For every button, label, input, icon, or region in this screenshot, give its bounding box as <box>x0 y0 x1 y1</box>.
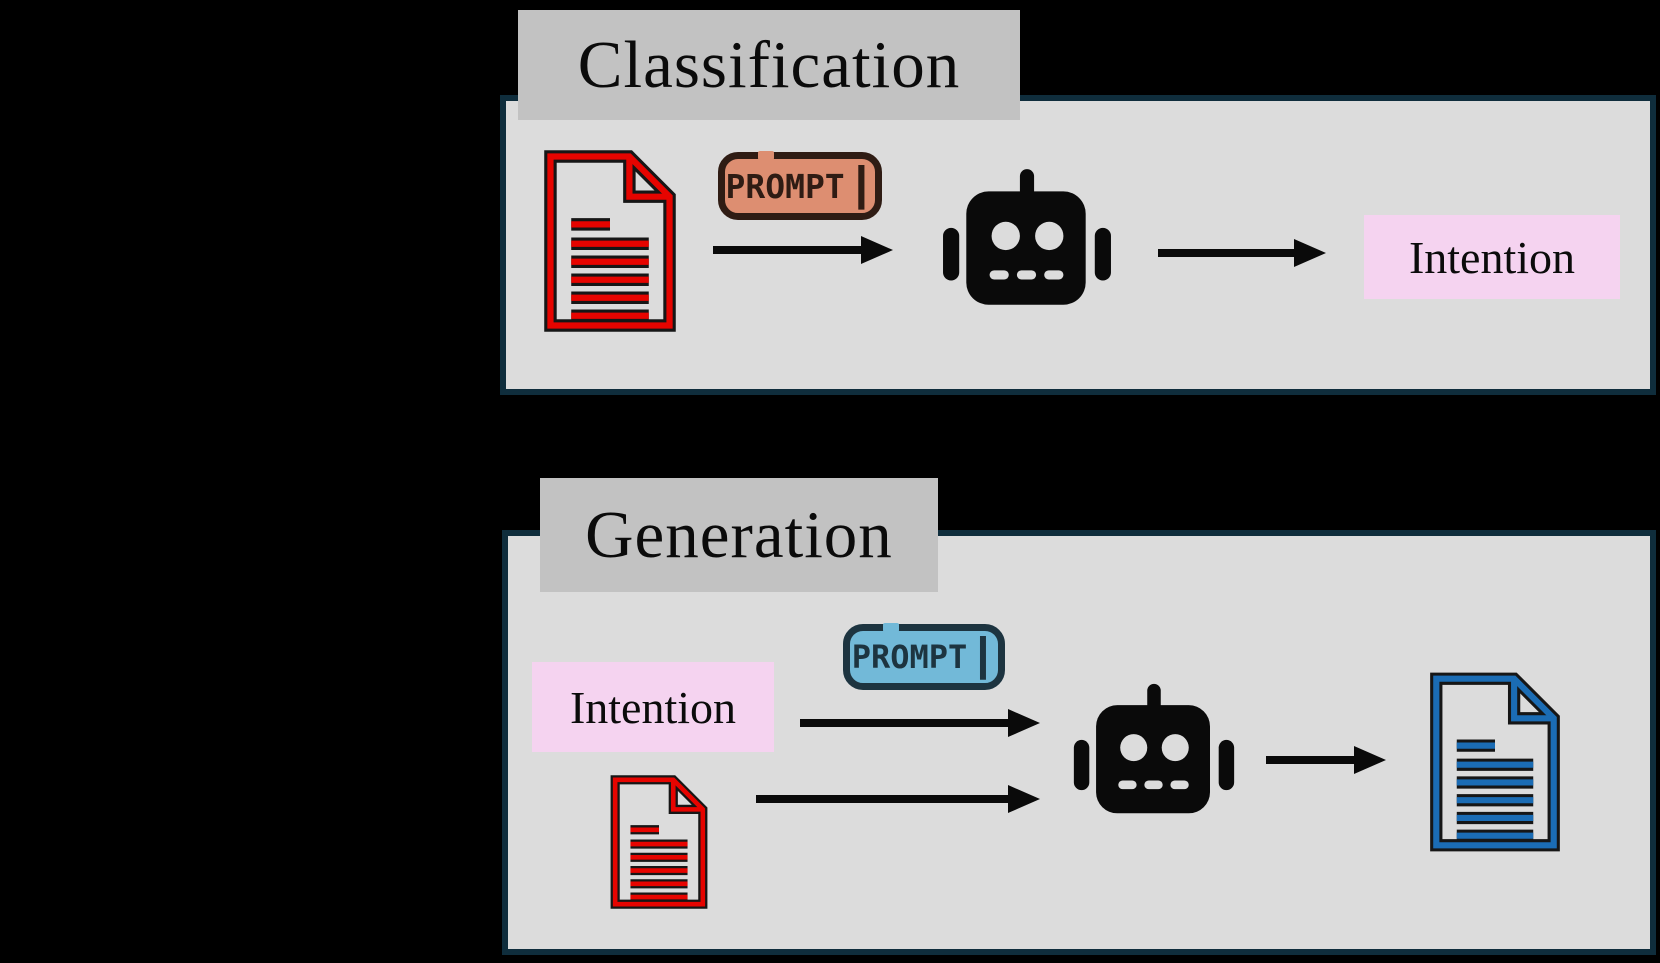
generation-title: Generation <box>585 497 893 572</box>
prompt-badge-notch <box>758 151 774 160</box>
arrow-right-icon <box>756 785 1040 813</box>
red-document-icon <box>544 150 676 332</box>
generation-title-box: Generation <box>540 478 938 592</box>
classification-title: Classification <box>577 27 961 102</box>
prompt-badge-classification: PROMPT| <box>718 151 882 220</box>
arrow-right-icon <box>1158 239 1326 267</box>
blue-document-icon <box>1430 672 1560 852</box>
intention-label: Intention <box>1408 231 1576 283</box>
prompt-label: PROMPT <box>851 638 968 676</box>
prompt-label: PROMPT <box>725 166 845 206</box>
prompt-badge-generation: PROMPT| <box>843 623 1005 690</box>
red-document-icon <box>610 775 708 909</box>
intention-label: Intention <box>569 681 737 733</box>
arrow-right-icon <box>713 236 893 264</box>
arrow-right-icon <box>800 709 1040 737</box>
robot-icon <box>943 169 1111 305</box>
arrow-right-icon <box>1266 746 1386 774</box>
intention-input-box: Intention <box>532 662 774 752</box>
prompt-badge-notch <box>882 623 899 632</box>
intention-output-box: Intention <box>1364 215 1620 299</box>
classification-title-box: Classification <box>518 10 1020 120</box>
robot-icon <box>1073 683 1235 814</box>
